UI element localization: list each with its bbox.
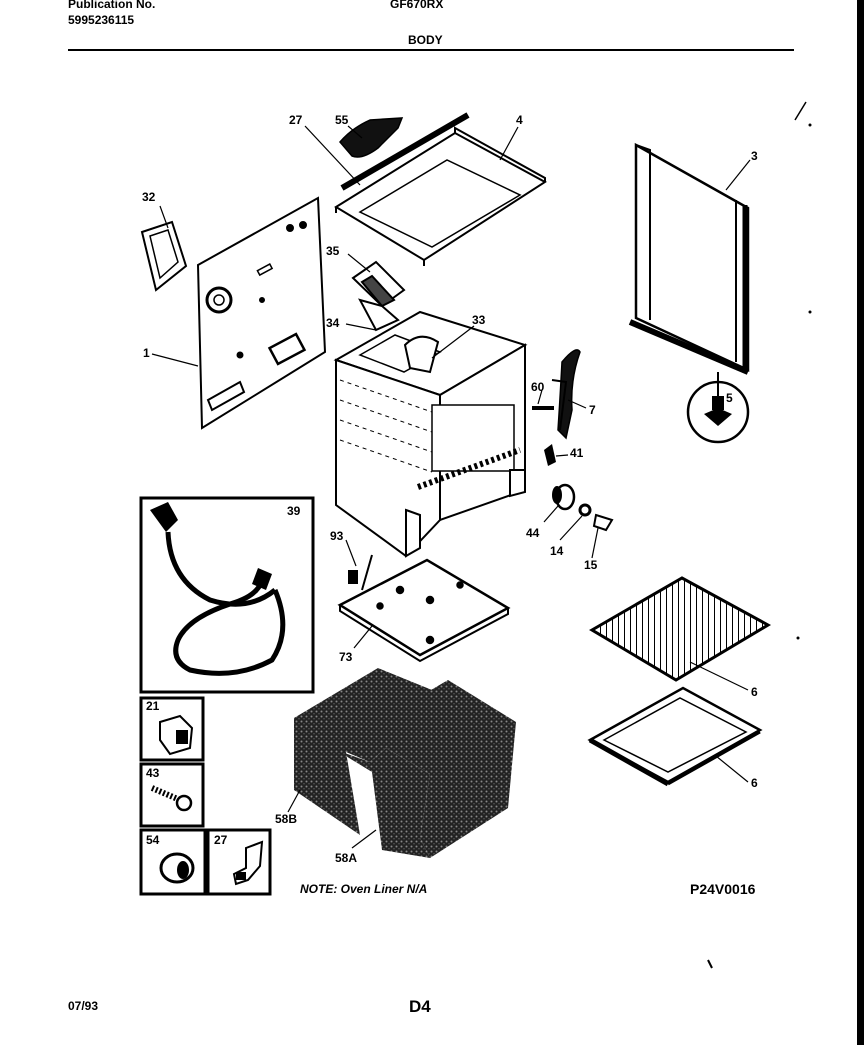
callout-3: 3 xyxy=(751,149,758,163)
callout-21: 21 xyxy=(146,699,160,713)
scan-mark xyxy=(796,636,800,640)
clip-box xyxy=(139,696,205,762)
callout-41: 41 xyxy=(570,446,584,460)
scan-mark xyxy=(808,123,812,127)
publication-number: 5995236115 xyxy=(68,13,135,27)
callout-44: 54 xyxy=(146,833,160,847)
callout-27: 27 xyxy=(214,833,228,847)
leader-lines xyxy=(151,125,751,849)
scan-mark xyxy=(707,959,713,969)
callout-58A: 58A xyxy=(335,851,358,865)
bottom-panel xyxy=(337,558,511,663)
callout-39: 39 xyxy=(287,504,301,518)
callout-32: 27 xyxy=(289,113,303,127)
callout-73: 73 xyxy=(339,650,353,664)
callout-36: 35 xyxy=(326,244,340,258)
diagram-code: P24V0016 xyxy=(690,881,756,897)
gasket-strip xyxy=(340,112,470,191)
receptacle-assembly xyxy=(552,483,614,532)
callout-6-pan: 6 xyxy=(751,776,758,790)
scan-mark xyxy=(808,310,812,314)
hinge-parts xyxy=(532,349,581,466)
callout-6-rack: 6 xyxy=(751,685,758,699)
page-number: D4 xyxy=(409,997,431,1016)
oven-liner-note: NOTE: Oven Liner N/A xyxy=(300,882,428,896)
page-edge xyxy=(857,0,864,1045)
callout-35: 34 xyxy=(326,316,340,330)
bushing-box xyxy=(139,828,207,896)
callout-60: 60 xyxy=(531,380,545,394)
callout-1: 1 xyxy=(143,346,150,360)
screw-box xyxy=(139,762,205,828)
side-panel xyxy=(628,142,750,375)
switch xyxy=(348,554,373,591)
header-rule xyxy=(68,49,794,51)
top-panel xyxy=(334,126,547,266)
callout-54: 44 xyxy=(526,526,540,540)
footer-date: 07/93 xyxy=(68,999,99,1013)
broiler-pan xyxy=(587,686,763,787)
insulation xyxy=(294,668,516,858)
callout-34: 33 xyxy=(472,313,486,327)
callout-4: 4 xyxy=(516,113,523,127)
callout-55: 55 xyxy=(335,113,349,127)
flue xyxy=(351,260,406,332)
power-cord-box xyxy=(139,496,315,694)
oven-rack xyxy=(589,576,772,682)
bracket-box xyxy=(206,828,272,896)
callout-43: 43 xyxy=(146,766,160,780)
model-number: GF670RX xyxy=(390,0,444,11)
callout-93: 93 xyxy=(330,529,344,543)
callout-7: 7 xyxy=(589,403,596,417)
callout-14: 14 xyxy=(550,544,564,558)
vent-trim xyxy=(339,117,404,158)
publication-label: Publication No. xyxy=(68,0,156,11)
callout-33: 32 xyxy=(142,190,156,204)
rear-panel xyxy=(196,196,327,430)
callout-15: 15 xyxy=(584,558,598,572)
oven-body-frame xyxy=(333,310,528,558)
terminal-block-cover xyxy=(140,220,188,292)
callout-5: 5 xyxy=(726,391,733,405)
scan-mark xyxy=(794,101,807,121)
section-title: BODY xyxy=(408,33,443,47)
callout-58B: 58B xyxy=(275,812,298,826)
leveling-leg xyxy=(686,372,750,444)
